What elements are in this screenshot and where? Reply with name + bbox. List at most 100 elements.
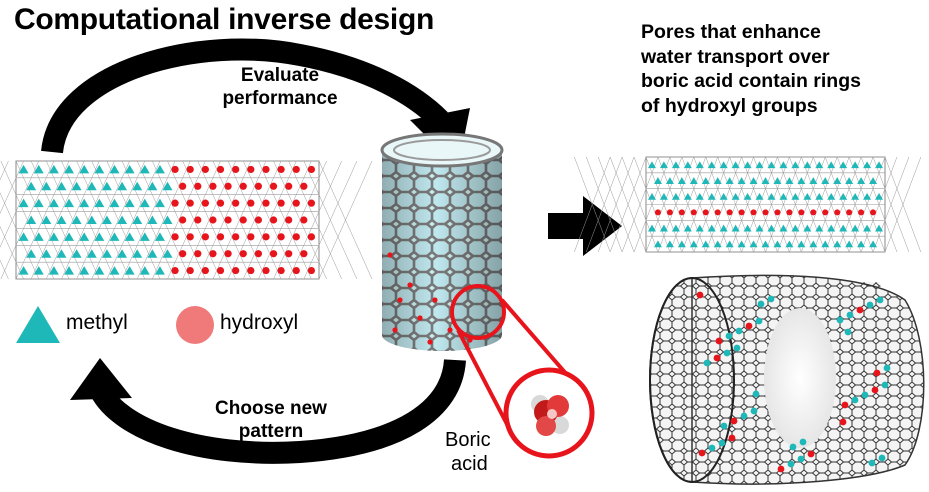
methyl-site [869,177,878,184]
hydroxyl-site [209,216,217,224]
methyl-site [86,181,97,191]
hydroxyl-site [307,233,316,241]
methyl-site [677,240,686,248]
methyl-site [773,177,782,184]
evaluate-line-1: Evaluate [240,65,320,86]
tube-site [836,316,844,324]
methyl-site [815,192,824,200]
methyl-site [124,232,135,241]
methyl-site [827,192,836,200]
methyl-site [86,249,97,258]
tube-site [708,444,716,452]
methyl-site [71,181,82,191]
tube-hydroxyl [432,297,438,303]
hydroxyl-site [194,216,202,224]
methyl-site [56,249,67,258]
methyl-site [665,177,674,184]
hydroxyl-site [292,165,300,174]
tube-site [740,412,748,420]
hydroxyl-site [232,266,240,275]
methyl-site [109,232,120,241]
hydroxyl-site [171,233,179,241]
methyl-site [875,161,884,169]
methyl-site [117,215,128,224]
methyl-site [827,224,836,232]
methyl-site [851,224,860,232]
methyl-site [109,266,120,275]
methyl-site [803,224,812,232]
methyl-site [665,240,674,248]
methyl-site [71,249,82,258]
methyl-site [653,240,662,248]
methyl-site [109,198,120,208]
tube-hydroxyl [417,315,423,321]
methyl-site [743,161,752,169]
methyl-site [659,192,668,200]
tube-site [844,328,852,336]
methyl-site [779,224,788,232]
methyl-site [33,164,44,174]
hydroxyl-site [285,216,293,224]
hydroxyl-site [201,233,209,241]
methyl-site [869,240,878,248]
pattern-lattice [0,160,373,280]
methyl-site [701,177,710,184]
methyl-site [64,198,75,208]
methyl-site [79,164,90,174]
hydroxyl-site [247,199,255,207]
tube-site [718,439,726,447]
methyl-site [653,177,662,184]
hydroxyl-site [232,233,240,241]
methyl-site [767,192,776,200]
hydroxyl-site [247,266,255,275]
methyl-site [851,192,860,200]
methyl-site [719,192,728,200]
methyl-site [791,161,800,169]
tube-site [730,417,738,425]
tube-site [728,434,736,442]
methyl-site [48,164,59,174]
tube-site [856,306,864,314]
methyl-site [767,161,776,169]
methyl-site [671,192,680,200]
methyl-site [713,240,722,248]
hydroxyl-site [277,233,285,241]
methyl-site [731,161,740,169]
methyl-site [41,215,52,224]
methyl-site [659,161,668,169]
methyl-site [725,240,734,248]
methyl-site [18,164,29,174]
hydroxyl-legend-icon [176,306,214,344]
hydroxyl-site [201,165,209,174]
tube-site [878,454,886,462]
methyl-site [117,249,128,258]
hydroxyl-site [216,233,225,241]
hydroxyl-site [239,250,247,258]
tube-site [750,407,758,415]
methyl-site [56,215,67,224]
methyl-site [94,164,105,174]
tube-site [733,344,741,352]
methyl-site [755,161,764,169]
tube-site [725,332,733,340]
methyl-site [695,192,704,200]
methyl-site [671,161,680,169]
hydroxyl-site [822,209,829,216]
tube-site [841,401,849,409]
hydroxyl-site [870,209,877,216]
methyl-site [18,266,29,275]
tube-site [797,455,805,463]
tube-site [807,450,815,458]
methyl-site [785,177,794,184]
hydroxyl-site [216,199,225,207]
hydroxyl-site [307,165,316,174]
methyl-site [647,192,656,200]
methyl-site [773,240,782,248]
methyl-site [154,164,165,174]
hydroxyl-site [307,266,316,275]
tube-site [745,322,753,330]
methyl-site [863,224,872,232]
choose-line-2: pattern [238,421,304,442]
hydroxyl-site [194,182,202,190]
hydroxyl-site [262,199,270,207]
